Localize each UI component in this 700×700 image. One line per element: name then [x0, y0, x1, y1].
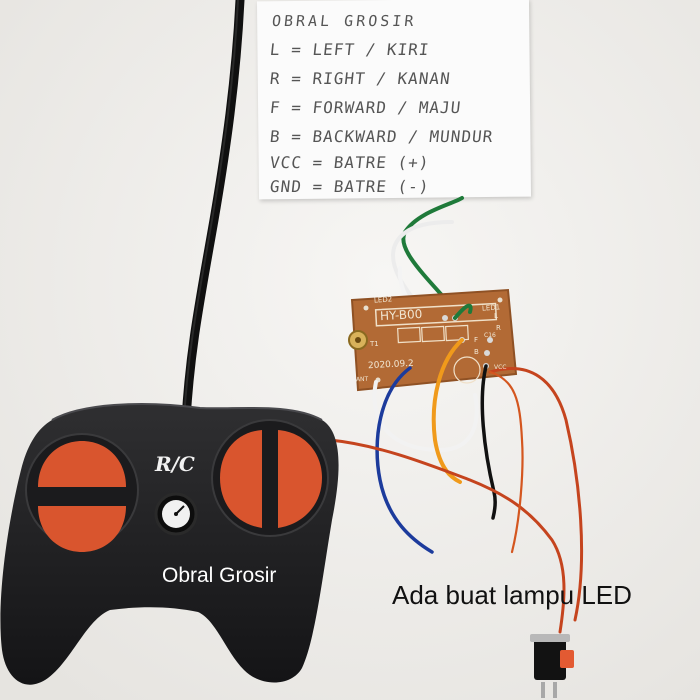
rc-controller — [0, 403, 339, 685]
pcb-c16-label: C16 — [484, 332, 496, 339]
antenna-cable — [181, 0, 245, 425]
pcb-ant-label: ANT — [355, 375, 369, 384]
white-wire-loop — [372, 380, 479, 453]
left-button — [220, 430, 262, 528]
black-wire — [480, 364, 497, 520]
right-button — [278, 430, 322, 528]
caption-led-note: Ada buat lampu LED — [392, 580, 632, 610]
pcb-pin-r: R — [496, 324, 501, 332]
slide-switch — [530, 634, 574, 698]
pcb-pin-l: L — [494, 312, 498, 320]
red-wire — [488, 367, 584, 622]
backward-button — [38, 506, 126, 552]
rc-logo: R/C — [155, 452, 195, 476]
pcb-model-label: HY-B00 — [379, 306, 423, 324]
pcb-board — [348, 288, 518, 392]
pcb-t1-label: T1 — [370, 340, 379, 348]
blue-wire — [375, 366, 434, 554]
caption-watermark: Obral Grosir — [162, 564, 277, 587]
orange-wire — [431, 338, 464, 484]
forward-button — [38, 441, 126, 487]
pcb-vcc-label: VCC — [494, 364, 507, 371]
pcb-led2-label: LED2 — [373, 295, 393, 305]
pcb-pin-b: B — [474, 348, 479, 356]
red-wire-led — [328, 438, 566, 634]
pcb-pin-f: F — [474, 336, 479, 344]
